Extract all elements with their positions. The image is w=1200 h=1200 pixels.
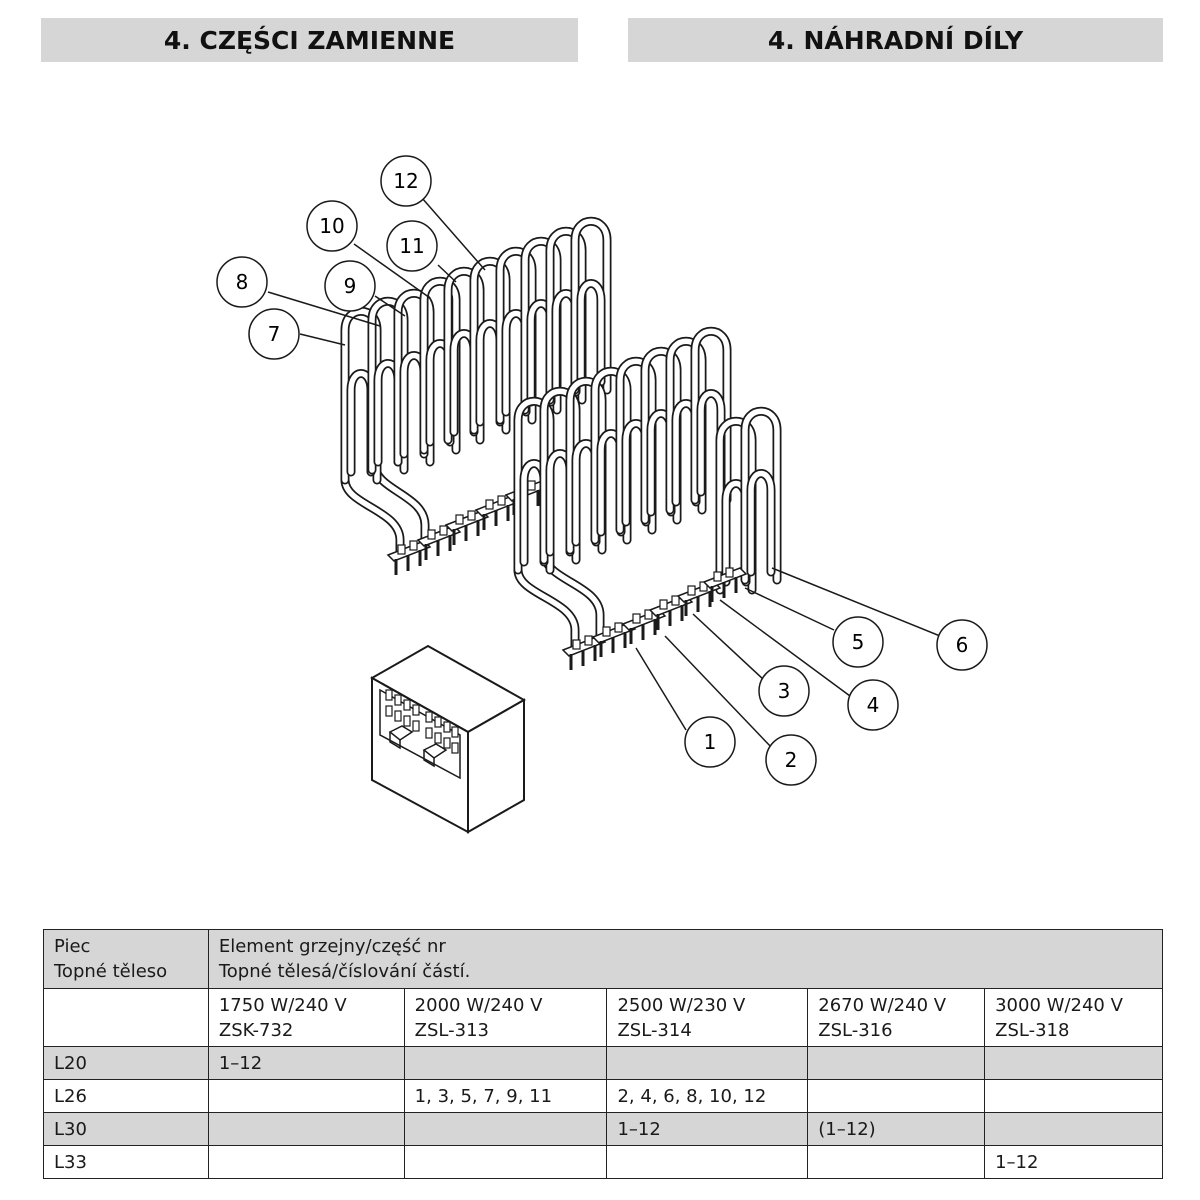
model-power: 2000 W/240 V [414,994,543,1016]
group-header-cell: Element grzejny/część nr Topné tělesá/čí… [207,929,1164,989]
element-group-back [340,221,607,577]
model-cell: 2000 W/240 V ZSL-313 [403,988,608,1047]
parts-cell: (1–12) [807,1112,986,1146]
parts-cell [207,1112,405,1146]
corner-label-czech: Topné těleso [54,961,168,982]
parts-cell: 1–12 [984,1145,1163,1179]
parts-cell [807,1145,986,1179]
section-title-czech: 4. NÁHRADNÍ DÍLY [628,18,1163,62]
parts-cell [207,1079,405,1113]
table-row: L26 1, 3, 5, 7, 9, 11 2, 4, 6, 8, 10, 12 [43,1079,1163,1113]
svg-text:6: 6 [956,633,969,657]
corner-header-cell: Piec Topné těleso [43,929,209,989]
parts-cell [807,1079,986,1113]
table-row: L20 1–12 [43,1046,1163,1080]
model-code: ZSL-318 [995,1019,1070,1041]
svg-text:9: 9 [344,274,357,298]
callout-6: 6 [936,619,988,671]
group-header-czech: Topné tělesá/číslování částí. [218,961,471,982]
parts-cell [606,1145,809,1179]
parts-cell [207,1145,405,1179]
callout-7: 7 [248,308,300,360]
model-code: ZSL-316 [818,1019,893,1041]
parts-cell [606,1046,809,1080]
parts-cell [984,1112,1163,1146]
parts-cell [403,1112,608,1146]
callout-12: 12 [380,155,432,207]
parts-cell [984,1046,1163,1080]
callout-1: 1 [684,716,736,768]
parts-cell: 1, 3, 5, 7, 9, 11 [403,1079,608,1113]
callout-5: 5 [832,616,884,668]
model-code: ZSL-314 [617,1019,692,1041]
svg-text:10: 10 [319,214,344,238]
table-header-row: Piec Topné těleso Element grzejny/część … [43,929,1164,989]
element-group-front [513,331,777,672]
model-code: ZSK-732 [218,1019,294,1041]
callout-2: 2 [765,734,817,786]
table-row: L33 1–12 [43,1145,1163,1179]
svg-text:4: 4 [867,693,880,717]
svg-text:5: 5 [852,630,865,654]
heating-elements-diagram: 12 10 11 8 9 7 5 6 3 4 1 2 [216,155,988,834]
parts-cell [403,1145,608,1179]
stove-cell: L26 [43,1079,209,1113]
callout-8: 8 [216,256,268,308]
stove-cell: L20 [43,1046,209,1080]
stove-cell: L33 [43,1145,209,1179]
svg-text:2: 2 [785,748,798,772]
model-cell: 2670 W/240 V ZSL-316 [807,988,986,1047]
callout-11: 11 [386,220,438,272]
callout-10: 10 [306,200,358,252]
table-row: L30 1–12 (1–12) [43,1112,1163,1146]
parts-cell [403,1046,608,1080]
callout-9: 9 [324,260,376,312]
callout-3: 3 [758,665,810,717]
parts-cell [984,1079,1163,1113]
model-cell: 1750 W/240 V ZSK-732 [207,988,405,1047]
model-cell: 2500 W/230 V ZSL-314 [606,988,809,1047]
parts-cell: 1–12 [207,1046,405,1080]
parts-cell [807,1046,986,1080]
model-code: ZSL-313 [414,1019,489,1041]
stove-cell: L30 [43,1112,209,1146]
svg-text:8: 8 [236,270,249,294]
svg-text:1: 1 [704,730,717,754]
model-power: 2500 W/230 V [617,994,746,1016]
terminal-box [369,644,527,834]
group-header-polish: Element grzejny/część nr [218,936,446,957]
svg-text:3: 3 [778,679,791,703]
spare-parts-table: Piec Topné těleso Element grzejny/część … [43,929,1164,1179]
parts-cell: 2, 4, 6, 8, 10, 12 [606,1079,809,1113]
parts-cell: 1–12 [606,1112,809,1146]
corner-label-polish: Piec [54,936,91,957]
section-title-polish: 4. CZĘŚCI ZAMIENNE [41,18,578,62]
model-power: 2670 W/240 V [818,994,947,1016]
model-power: 3000 W/240 V [995,994,1123,1016]
svg-text:11: 11 [399,234,424,258]
svg-text:7: 7 [268,322,281,346]
empty-cell [43,988,209,1047]
model-cell: 3000 W/240 V ZSL-318 [984,988,1163,1047]
callout-4: 4 [847,679,899,731]
model-power: 1750 W/240 V [218,994,347,1016]
svg-text:12: 12 [393,169,418,193]
